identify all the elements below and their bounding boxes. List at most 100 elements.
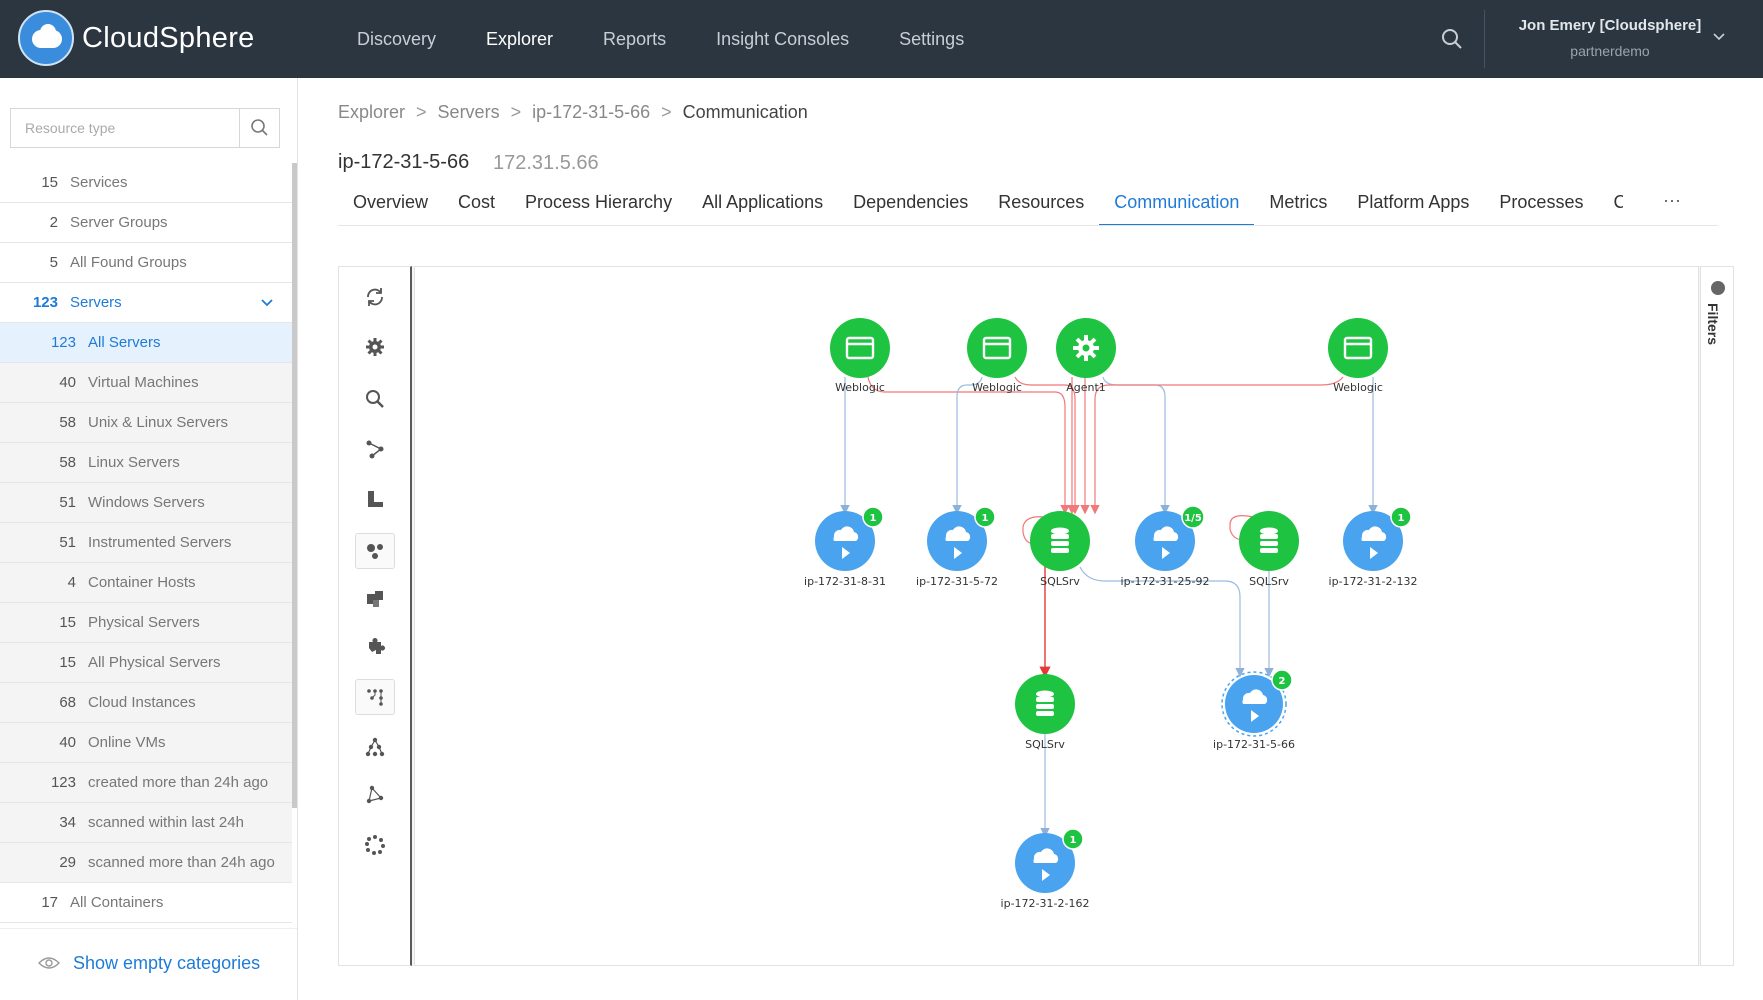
category-count: 4 bbox=[67, 574, 76, 591]
circle-layout-tool[interactable] bbox=[355, 827, 395, 863]
tab-more-button[interactable]: ··· bbox=[1663, 190, 1681, 210]
refresh-tool[interactable] bbox=[355, 279, 395, 315]
layout-tool[interactable] bbox=[355, 481, 395, 517]
category-count: 58 bbox=[59, 454, 76, 471]
chevron-down-icon[interactable] bbox=[260, 296, 274, 310]
cluster-tool[interactable] bbox=[355, 533, 395, 569]
filters-panel[interactable]: Filters bbox=[1700, 266, 1734, 966]
cluster-icon bbox=[367, 544, 383, 559]
node-server-ip-172-31-2-162[interactable]: 1 ip-172-31-2-162 bbox=[1001, 828, 1090, 910]
search-icon[interactable] bbox=[1441, 28, 1463, 50]
category-label: All Servers bbox=[88, 334, 161, 351]
node-label: Weblogic bbox=[835, 381, 885, 394]
category-label: All Found Groups bbox=[70, 254, 187, 271]
node-server-ip-172-31-5-66[interactable]: 2 ip-172-31-5-66 bbox=[1213, 669, 1295, 751]
node-label: SQLSrv bbox=[1249, 575, 1289, 588]
breadcrumb-explorer[interactable]: Explorer bbox=[338, 102, 406, 122]
filters-label[interactable]: Filters bbox=[1705, 303, 1721, 346]
tab-all-applications[interactable]: All Applications bbox=[702, 192, 824, 212]
nav-discovery[interactable]: Discovery bbox=[357, 29, 437, 49]
tab-bar: Overview Cost Process Hierarchy All Appl… bbox=[338, 188, 1718, 226]
tab-dependencies[interactable]: Dependencies bbox=[853, 192, 969, 212]
tab-connections[interactable]: Connections W bbox=[1613, 192, 1623, 212]
node-label: Weblogic bbox=[1333, 381, 1383, 394]
nav-explorer[interactable]: Explorer bbox=[486, 29, 554, 49]
brand-name[interactable]: CloudSphere bbox=[82, 22, 255, 54]
node-sqlsrv-2[interactable]: SQLSrv bbox=[1239, 511, 1299, 588]
node-badge: 2 bbox=[1279, 676, 1286, 687]
search-button[interactable] bbox=[239, 109, 279, 147]
node-sqlsrv-1[interactable]: SQLSrv bbox=[1030, 511, 1090, 588]
tab-metrics[interactable]: Metrics bbox=[1269, 192, 1328, 212]
host-ip: 172.31.5.66 bbox=[493, 152, 599, 174]
nav-settings[interactable]: Settings bbox=[899, 29, 965, 49]
tab-resources[interactable]: Resources bbox=[998, 192, 1085, 212]
tab-communication[interactable]: Communication bbox=[1099, 188, 1255, 225]
tab-platform-apps[interactable]: Platform Apps bbox=[1357, 192, 1470, 212]
node-label: ip-172-31-8-31 bbox=[804, 575, 886, 588]
puzzle-tool[interactable] bbox=[355, 629, 395, 665]
network-tool[interactable] bbox=[355, 777, 395, 813]
node-weblogic-1[interactable]: Weblogic bbox=[830, 318, 890, 394]
node-agent1[interactable]: Agent1 bbox=[1056, 318, 1116, 394]
node-sqlsrv-3[interactable]: SQLSrv bbox=[1015, 674, 1075, 751]
category-count: 123 bbox=[32, 294, 58, 311]
node-label: ip-172-31-25-92 bbox=[1121, 575, 1210, 588]
filters-toggle-icon[interactable] bbox=[1711, 281, 1725, 295]
tab-cost[interactable]: Cost bbox=[458, 192, 496, 212]
breadcrumb: Explorer > Servers > ip-172-31-5-66 > Co… bbox=[338, 102, 808, 123]
node-server-ip-172-31-8-31[interactable]: 1 ip-172-31-8-31 bbox=[804, 506, 886, 588]
tab-processes[interactable]: Processes bbox=[1499, 192, 1584, 212]
settings-tool[interactable] bbox=[355, 329, 395, 365]
communication-graph[interactable]: Weblogic Weblogic Agent1 Weblogic bbox=[414, 266, 1699, 966]
tab-overview[interactable]: Overview bbox=[353, 192, 429, 212]
node-server-ip-172-31-5-72[interactable]: 1 ip-172-31-5-72 bbox=[916, 506, 998, 588]
show-empty-categories[interactable]: Show empty categories bbox=[0, 928, 297, 1000]
puzzle-icon bbox=[369, 638, 385, 654]
layout-icon bbox=[368, 491, 383, 507]
nav-insight-consoles[interactable]: Insight Consoles bbox=[716, 29, 850, 49]
path-tool[interactable] bbox=[355, 431, 395, 467]
node-server-ip-172-31-25-92[interactable]: 1/5 ip-172-31-25-92 bbox=[1121, 505, 1210, 588]
category-all-found-groups[interactable]: 5 All Found Groups bbox=[0, 243, 292, 283]
node-server-ip-172-31-2-132[interactable]: 1 ip-172-31-2-132 bbox=[1329, 506, 1418, 588]
nav-reports[interactable]: Reports bbox=[603, 29, 667, 49]
user-name[interactable]: Jon Emery [Cloudsphere] bbox=[1518, 17, 1702, 34]
node-label: ip-172-31-5-72 bbox=[916, 575, 998, 588]
tab-process-hierarchy[interactable]: Process Hierarchy bbox=[525, 192, 673, 212]
resource-type-input[interactable] bbox=[11, 109, 241, 147]
group-tool[interactable] bbox=[355, 581, 395, 617]
node-label: Agent1 bbox=[1066, 381, 1106, 394]
category-count: 5 bbox=[49, 254, 58, 271]
search-graph-tool[interactable] bbox=[355, 381, 395, 417]
chevron-down-icon[interactable] bbox=[1712, 30, 1726, 44]
tree-tool[interactable] bbox=[355, 729, 395, 765]
node-weblogic-3[interactable]: Weblogic bbox=[1328, 318, 1388, 394]
breadcrumb-servers[interactable]: Servers bbox=[437, 102, 500, 122]
sidebar-scrollbar[interactable] bbox=[292, 163, 297, 808]
category-label: Instrumented Servers bbox=[88, 534, 232, 551]
show-empty-label[interactable]: Show empty categories bbox=[73, 953, 261, 973]
node-weblogic-2[interactable]: Weblogic bbox=[967, 318, 1027, 394]
cloudsphere-logo-icon[interactable] bbox=[18, 10, 74, 66]
breadcrumb-host[interactable]: ip-172-31-5-66 bbox=[532, 102, 651, 122]
hierarchy-tool[interactable] bbox=[355, 679, 395, 715]
